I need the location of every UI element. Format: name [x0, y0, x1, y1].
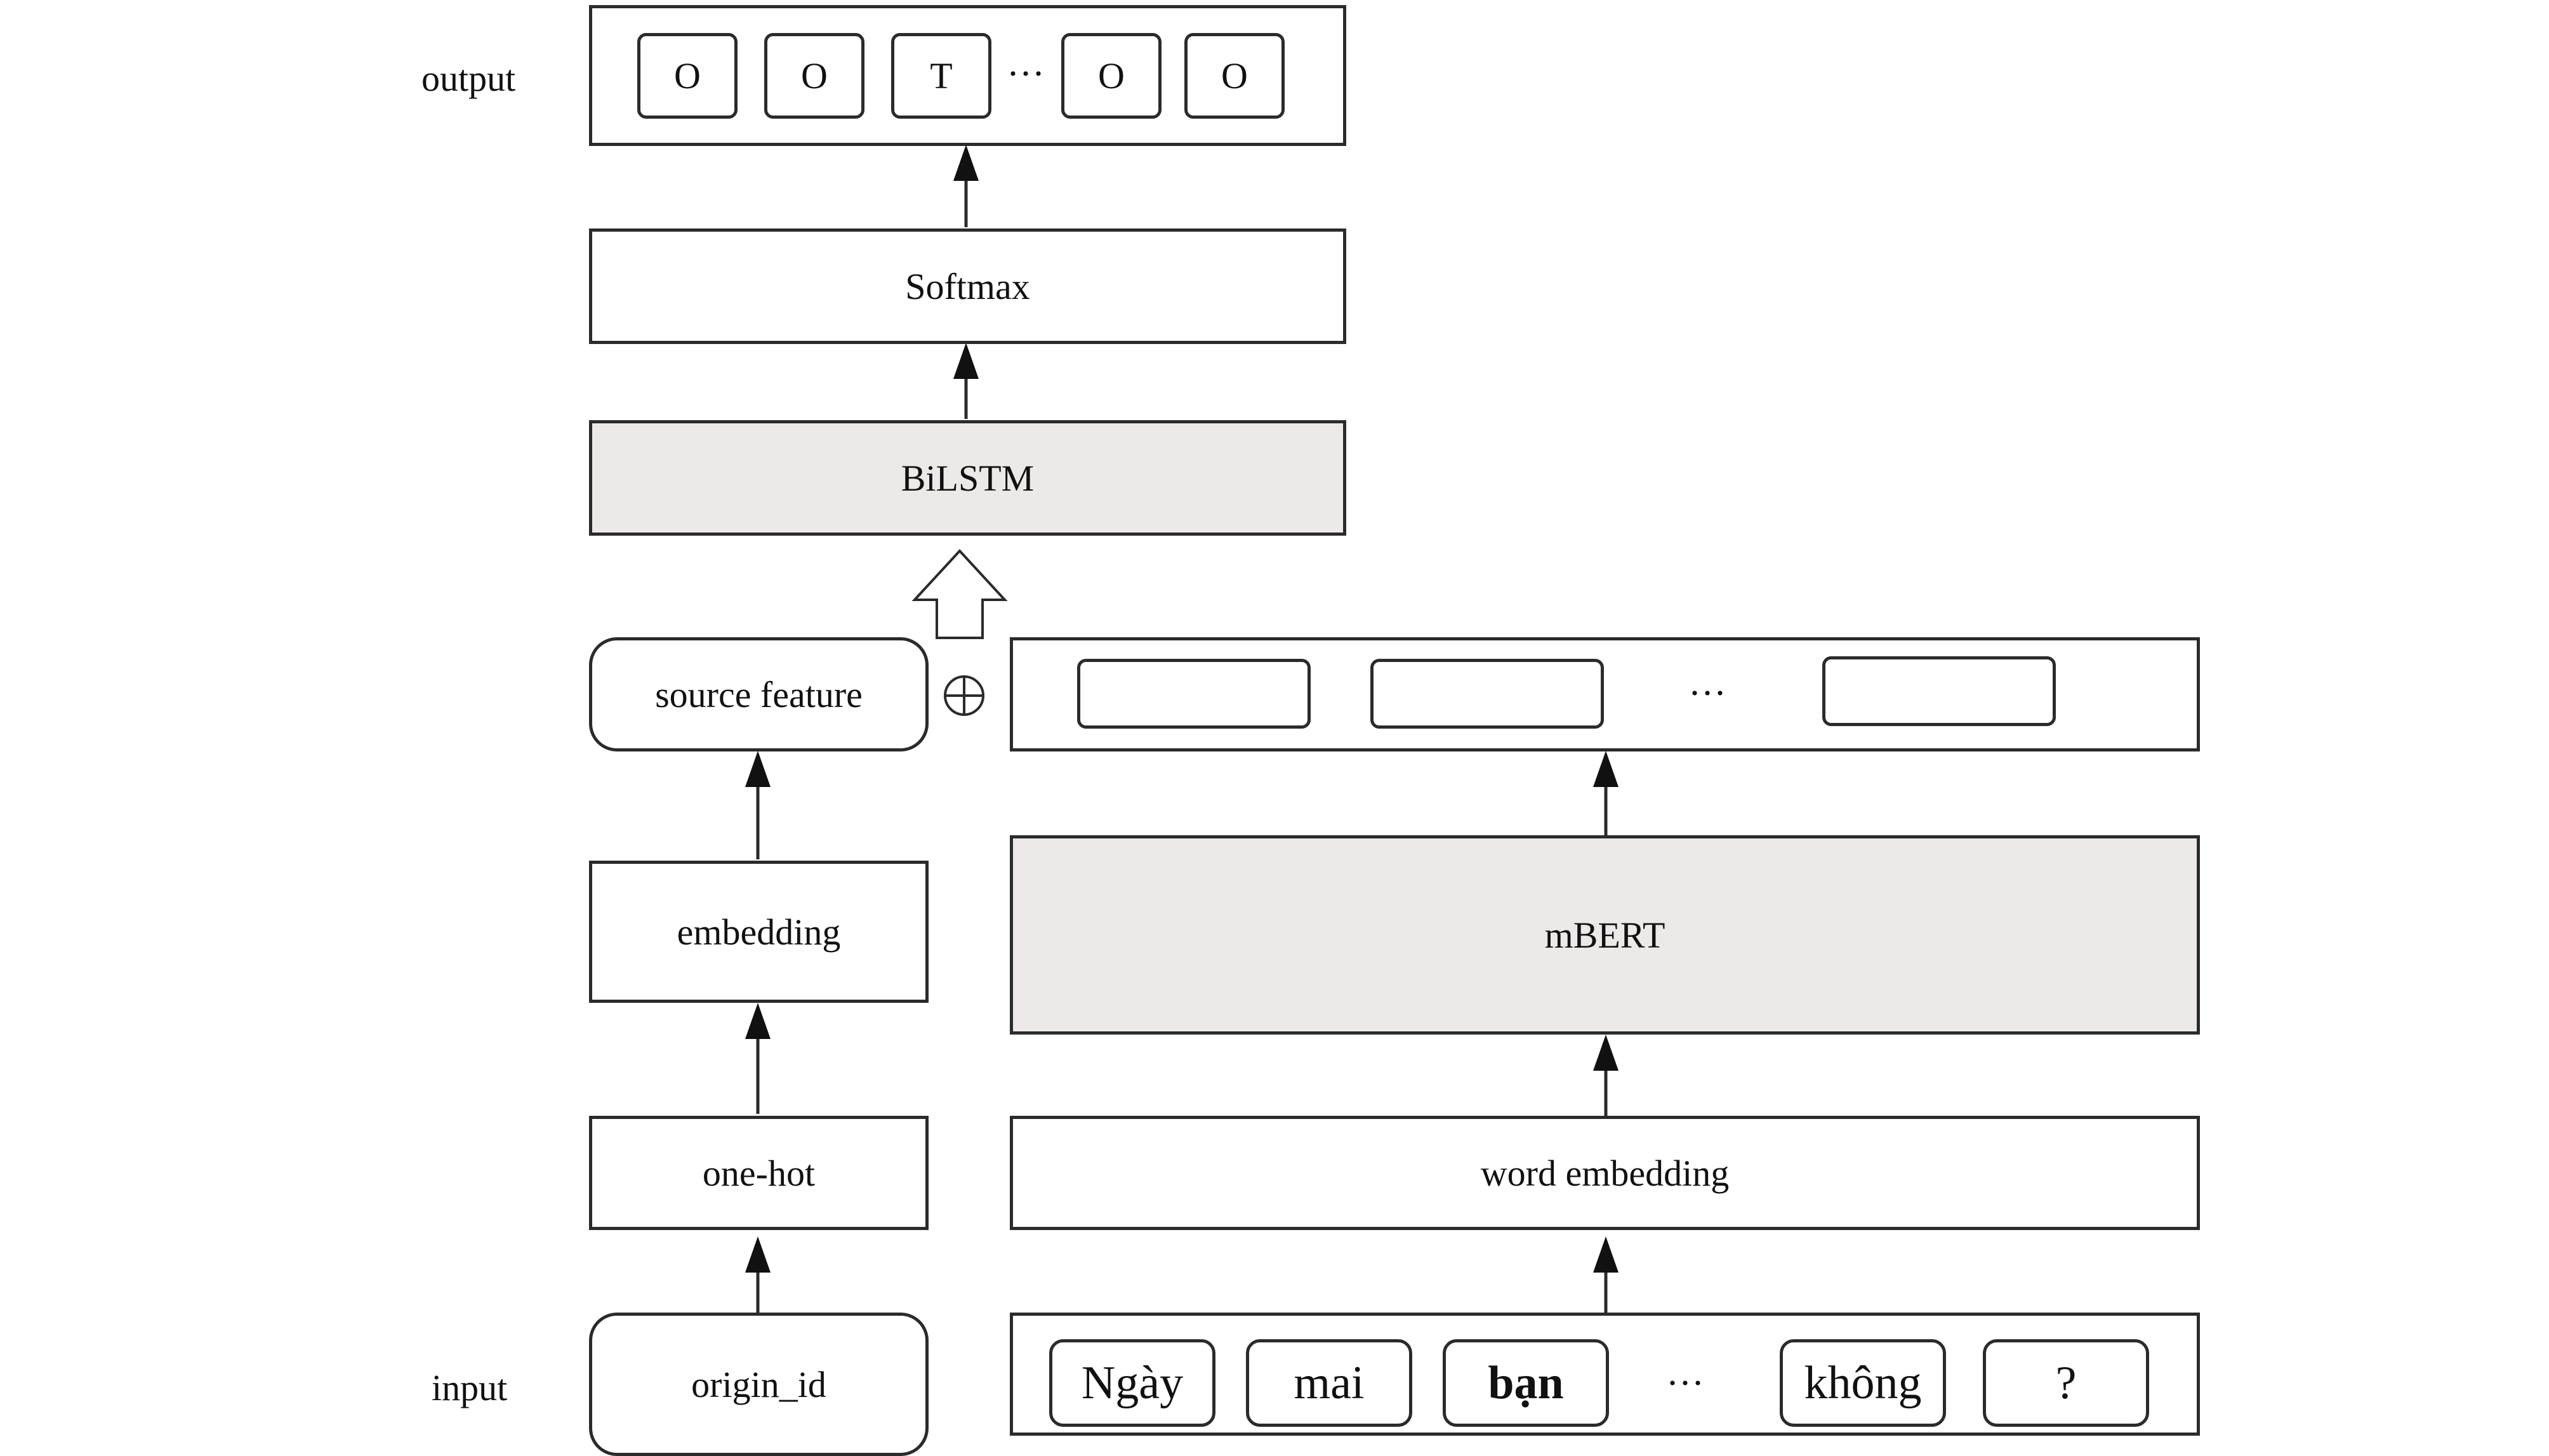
output-token: O [764, 33, 864, 119]
origin-id-box: origin_id [589, 1313, 929, 1456]
hollow-arrow-to-bilstm [911, 549, 1008, 639]
output-token: T [891, 33, 991, 119]
arrowhead-mbert [1593, 1035, 1619, 1071]
output-label: output [421, 58, 516, 99]
arrowhead-embedding [745, 1003, 771, 1039]
feature-vector [1370, 659, 1604, 729]
output-ellipsis: ··· [1007, 53, 1045, 95]
input-token: Ngày [1049, 1339, 1215, 1427]
input-label: input [432, 1367, 508, 1408]
arrowhead-features [1593, 751, 1619, 787]
input-token: ? [1983, 1339, 2149, 1427]
arrowhead-softmax [953, 343, 979, 379]
feature-ellipsis: ··· [1688, 672, 1726, 714]
mbert-layer: mBERT [1010, 835, 2200, 1035]
output-token: O [1061, 33, 1162, 119]
arrowhead-source-feature [745, 751, 771, 787]
feature-vector [1822, 656, 2056, 726]
output-token: O [637, 33, 738, 119]
word-embedding-layer: word embedding [1010, 1116, 2200, 1230]
softmax-layer: Softmax [589, 228, 1346, 344]
input-token: mai [1246, 1339, 1412, 1427]
bilstm-layer: BiLSTM [589, 420, 1346, 536]
one-hot-layer: one-hot [589, 1116, 929, 1230]
concat-plus-icon [944, 675, 984, 716]
input-ellipsis: ··· [1666, 1362, 1704, 1404]
arrowhead-one-hot [745, 1236, 771, 1273]
arrowhead-output [953, 145, 979, 181]
feature-vector [1077, 659, 1311, 729]
arrowhead-word-embedding [1593, 1236, 1619, 1273]
input-token: bạn [1443, 1339, 1609, 1427]
embedding-layer: embedding [589, 861, 929, 1003]
output-token: O [1184, 33, 1285, 119]
input-token: không [1780, 1339, 1946, 1427]
source-feature-box: source feature [589, 637, 929, 751]
